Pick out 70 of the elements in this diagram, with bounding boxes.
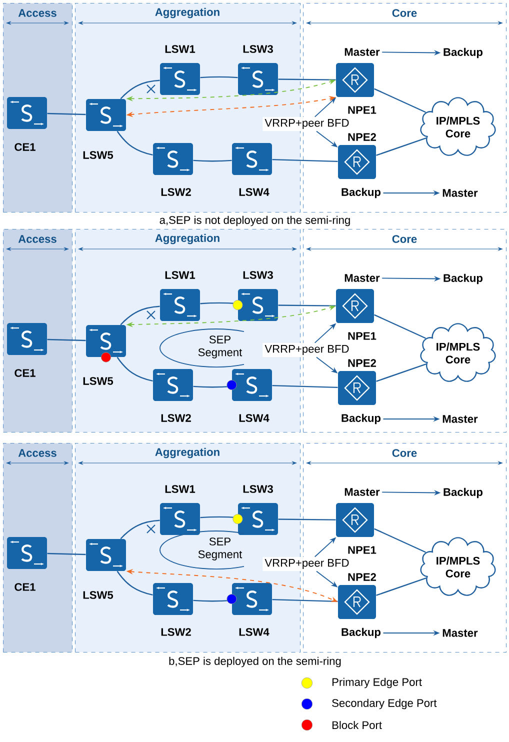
- state-label: Master: [442, 629, 478, 637]
- device-label: CE1: [14, 369, 36, 377]
- cloud: IP/MPLS Core: [420, 537, 496, 596]
- state-label: Backup: [342, 628, 381, 638]
- device-label: LSW1: [165, 271, 196, 279]
- device-label: LSW4: [239, 188, 270, 196]
- link-line: [374, 88, 426, 113]
- protocol-label: VRRP+peer BFD: [262, 343, 352, 357]
- link-line: [376, 364, 426, 382]
- link-line: [278, 304, 336, 306]
- device-label: NPE1: [348, 546, 376, 554]
- device-label: LSW1: [165, 45, 196, 53]
- link-line: [200, 76, 238, 78]
- device-label: LSW4: [239, 414, 270, 422]
- legend-label: Primary Edge Port: [332, 678, 422, 688]
- device-label: LSW2: [161, 414, 191, 422]
- device-label: NPE2: [348, 133, 376, 141]
- device-label: NPE2: [348, 359, 376, 367]
- link-line: [193, 160, 232, 162]
- state-label: Master: [344, 488, 380, 496]
- legend-label: Secondary Edge Port: [332, 698, 437, 710]
- device-label: LSW2: [161, 188, 191, 196]
- cloud: IP/MPLS Core: [420, 323, 496, 382]
- device-label: NPE1: [348, 332, 376, 340]
- device-label: LSW3: [243, 485, 273, 493]
- link-line: [374, 528, 426, 553]
- link-line: [272, 598, 338, 602]
- state-label: Backup: [444, 488, 483, 498]
- state-label: Master: [442, 189, 478, 197]
- device-label: CE1: [14, 143, 36, 151]
- caption: a,SEP is not deployed on the semi-ring: [160, 216, 350, 226]
- cloud: IP/MPLS Core: [420, 97, 496, 156]
- link-line: [278, 78, 336, 80]
- device-label: LSW2: [161, 628, 191, 636]
- state-label: Backup: [444, 274, 483, 284]
- device-label: LSW3: [243, 271, 273, 279]
- link-line: [116, 570, 153, 596]
- link-line: [47, 552, 86, 556]
- state-label: Backup: [444, 48, 483, 58]
- link-line: [120, 520, 160, 540]
- link-line: [376, 138, 426, 156]
- protocol-label: VRRP+peer BFD: [262, 117, 352, 131]
- device-label: NPE1: [348, 106, 376, 114]
- device-label: LSW5: [83, 151, 114, 159]
- state-label: Master: [344, 48, 380, 56]
- link-line: [376, 577, 426, 596]
- state-label: Backup: [342, 188, 381, 198]
- link-line: [116, 130, 153, 156]
- link-line: [47, 338, 86, 342]
- link-line: [116, 356, 153, 382]
- device-label: LSW5: [83, 377, 114, 385]
- link-line: [374, 314, 426, 339]
- device-label: CE1: [14, 583, 36, 591]
- device-label: LSW5: [83, 591, 114, 599]
- protocol-label: VRRP+peer BFD: [262, 557, 352, 571]
- state-label: Master: [442, 415, 478, 423]
- device-label: LSW1: [165, 485, 196, 493]
- link-line: [47, 112, 86, 116]
- state-label: Master: [344, 274, 380, 282]
- state-label: Backup: [342, 414, 381, 424]
- caption: b,SEP is deployed on the semi-ring: [169, 656, 341, 668]
- device-label: NPE2: [348, 573, 376, 581]
- link-line: [278, 518, 336, 520]
- link-line: [272, 384, 338, 388]
- device-label: LSW4: [239, 628, 270, 636]
- link-line: [120, 306, 160, 326]
- legend-label: Block Port: [332, 720, 382, 730]
- link-line: [272, 158, 338, 162]
- device-label: LSW3: [243, 45, 273, 53]
- link-line: [120, 80, 160, 100]
